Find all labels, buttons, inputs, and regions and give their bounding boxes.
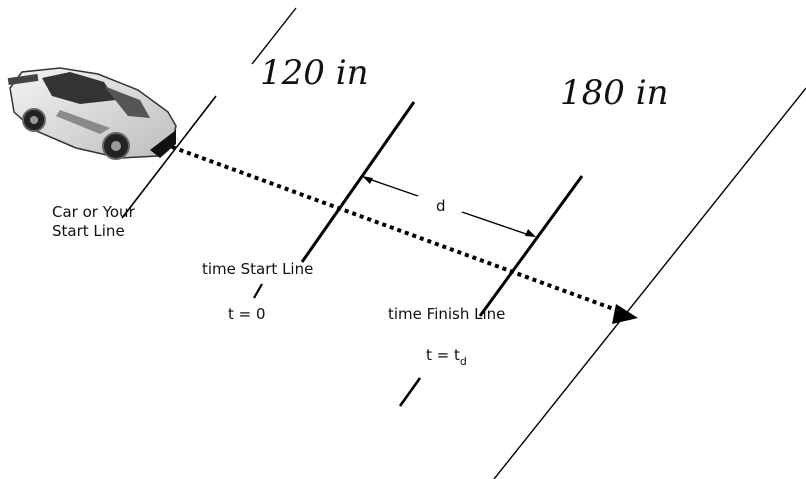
distance-label: d — [436, 197, 446, 215]
car-path-arrowhead — [612, 304, 638, 324]
dimension-120-label: 120 in — [260, 53, 368, 93]
start-line-top — [251, 7, 297, 65]
time-start-line-tail — [253, 283, 263, 299]
t-zero-label: t = 0 — [228, 305, 266, 323]
race-car-image — [7, 67, 177, 160]
car-start-line — [121, 95, 217, 219]
time-start-line — [300, 101, 416, 263]
distance-arrow-left — [365, 177, 419, 197]
car-path-arrow — [171, 145, 623, 314]
time-finish-label: time Finish Line — [388, 305, 505, 323]
time-start-label: time Start Line — [202, 260, 313, 278]
distance-arrow-right — [461, 211, 533, 237]
distance-arrowhead-left — [362, 176, 373, 184]
end-line-180 — [493, 87, 806, 479]
dimension-180-label: 180 in — [560, 73, 668, 113]
distance-arrowhead-right — [525, 229, 536, 237]
time-finish-line — [478, 175, 584, 317]
t-d-label-main: t = t — [426, 346, 460, 364]
car-start-label-line2: Start Line — [52, 222, 125, 240]
time-finish-line-tail — [398, 377, 422, 407]
car-start-label-line1: Car or Your — [52, 203, 136, 221]
t-d-label-subscript: d — [460, 355, 467, 368]
t-d-label: t = td — [426, 346, 467, 368]
